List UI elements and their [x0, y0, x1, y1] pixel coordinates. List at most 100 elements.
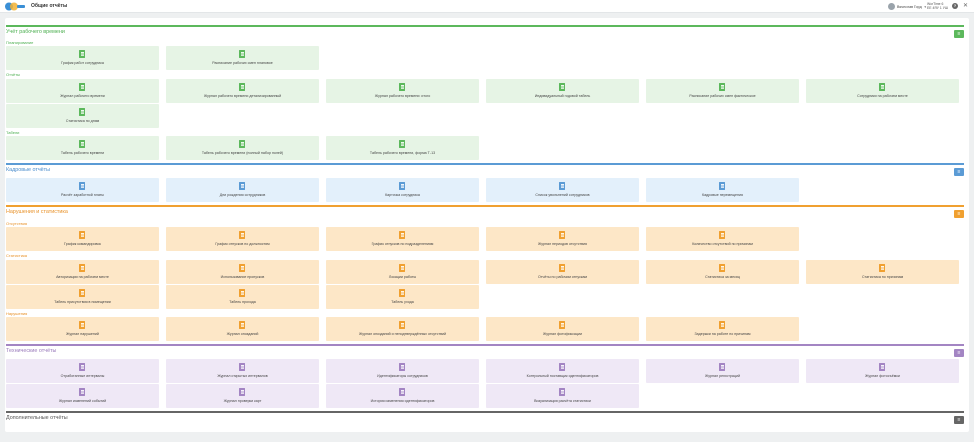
- report-tile[interactable]: Индивидуальный годовой табель: [486, 79, 639, 103]
- report-tile[interactable]: Дни рождения сотрудников: [166, 178, 319, 202]
- report-tile[interactable]: Табель прохода: [166, 285, 319, 309]
- report-icon: [399, 264, 405, 272]
- report-icon: [719, 264, 725, 272]
- report-icon: [79, 140, 85, 148]
- report-label: Табель прохода: [229, 300, 256, 304]
- report-label: Задержки на работе по причинам: [694, 332, 751, 336]
- report-tile[interactable]: Расчёт заработной платы: [6, 178, 159, 202]
- report-icon: [79, 321, 85, 329]
- app-logo[interactable]: [4, 1, 26, 12]
- section-toggle-button[interactable]: ≡: [954, 416, 964, 424]
- report-tile[interactable]: Журнал периодов отсутствия: [486, 227, 639, 251]
- report-label: Визуализация расчёта статистики: [534, 399, 591, 403]
- section-bar: [6, 205, 964, 207]
- report-label: Табель присутствия в помещении: [54, 300, 111, 304]
- report-icon: [79, 108, 85, 116]
- report-tile[interactable]: Расписание рабочих смен плановое: [166, 46, 319, 70]
- report-label: Расписание рабочих смен плановое: [212, 61, 273, 65]
- report-tile[interactable]: График командировок: [6, 227, 159, 251]
- report-tile[interactable]: Авторизации на рабочем месте: [6, 260, 159, 284]
- report-tile[interactable]: Локации работы: [326, 260, 479, 284]
- report-tile[interactable]: Табель рабочего времени, форма Т-13: [326, 136, 479, 160]
- report-tile[interactable]: Журнал фотофиксации: [486, 317, 639, 341]
- report-icon: [719, 182, 725, 190]
- top-bar: Общие отчёты Вячеслав Горд ▼ WorTime 6 Е…: [0, 0, 974, 13]
- report-icon: [399, 289, 405, 297]
- report-label: Журнал проверки карт: [223, 399, 262, 403]
- report-tile[interactable]: Отработанные интервалы: [6, 359, 159, 383]
- report-icon: [879, 83, 885, 91]
- report-icon: [879, 363, 885, 371]
- report-tile[interactable]: Визуализация расчёта статистики: [486, 384, 639, 408]
- report-tile[interactable]: Статистика за месяц: [646, 260, 799, 284]
- section-toggle-button[interactable]: ≡: [954, 30, 964, 38]
- section-title: Дополнительные отчёты: [6, 415, 68, 421]
- report-icon: [719, 231, 725, 239]
- help-icon[interactable]: ?: [952, 3, 958, 9]
- report-label: Дни рождения сотрудников: [219, 193, 266, 197]
- report-label: График работ сотрудника: [61, 61, 104, 65]
- workspace-info[interactable]: WorTime 6 ЕЕ 4ЯУ 1 УШ: [927, 2, 948, 10]
- report-icon: [79, 264, 85, 272]
- report-icon: [399, 363, 405, 371]
- report-tile[interactable]: Отчёты по рабочим отпускам: [486, 260, 639, 284]
- page-title: Общие отчёты: [31, 3, 68, 9]
- report-tile[interactable]: Табель присутствия в помещении: [6, 285, 159, 309]
- report-tile[interactable]: Журнал регистраций: [646, 359, 799, 383]
- report-tile[interactable]: Количество отсутствий по причинам: [646, 227, 799, 251]
- report-tile[interactable]: Задержки на работе по причинам: [646, 317, 799, 341]
- report-label: График отпусков по должностям: [215, 242, 270, 246]
- report-icon: [399, 182, 405, 190]
- report-icon: [79, 363, 85, 371]
- report-tile[interactable]: Контрольный поставщик идентификаторов: [486, 359, 639, 383]
- report-label: История изменения идентификаторов: [370, 399, 435, 403]
- report-icon: [399, 388, 405, 396]
- report-tile[interactable]: Журнал фотосъёмки: [806, 359, 959, 383]
- subsection-absences: Отсутствия: [6, 221, 28, 226]
- report-tile[interactable]: Табель рабочего времени (полный набор по…: [166, 136, 319, 160]
- report-tile[interactable]: Журнал опозданий и неподтверждённых отсу…: [326, 317, 479, 341]
- report-tile[interactable]: Журнал рабочего времени: [6, 79, 159, 103]
- section-title: Нарушения и статистика: [6, 209, 68, 215]
- report-tile[interactable]: Статистика по причинам: [806, 260, 959, 284]
- section-toggle-button[interactable]: ≡: [954, 349, 964, 357]
- report-tile[interactable]: Журнал рабочего времени: итого: [326, 79, 479, 103]
- report-tile[interactable]: Список увольнений сотрудников: [486, 178, 639, 202]
- report-tile[interactable]: Использование пропусков: [166, 260, 319, 284]
- report-tile[interactable]: Сотрудники на рабочем месте: [806, 79, 959, 103]
- report-tile[interactable]: График отпусков по подразделениям: [326, 227, 479, 251]
- user-avatar: [888, 3, 895, 10]
- report-tile[interactable]: Идентификаторы сотрудников: [326, 359, 479, 383]
- workspace-line-1: WorTime 6: [927, 2, 944, 6]
- report-tile[interactable]: Журнал проверки карт: [166, 384, 319, 408]
- report-tile[interactable]: График отпусков по должностям: [166, 227, 319, 251]
- report-tile[interactable]: График работ сотрудника: [6, 46, 159, 70]
- report-tile[interactable]: Журнал рабочего времени детализированный: [166, 79, 319, 103]
- section-toggle-button[interactable]: ≡: [954, 210, 964, 218]
- report-tile[interactable]: Журнал изменений событий: [6, 384, 159, 408]
- report-tile[interactable]: Кадровые перемещения: [646, 178, 799, 202]
- report-icon: [559, 363, 565, 371]
- section-toggle-button[interactable]: ≡: [954, 168, 964, 176]
- report-icon: [399, 231, 405, 239]
- report-tile[interactable]: Журнал опозданий: [166, 317, 319, 341]
- report-label: Журнал фотофиксации: [542, 332, 583, 336]
- report-tile[interactable]: История изменения идентификаторов: [326, 384, 479, 408]
- report-label: Расчёт заработной платы: [61, 193, 104, 197]
- report-tile[interactable]: Журнал открытых интервалов: [166, 359, 319, 383]
- report-tile[interactable]: Статистика по дням: [6, 104, 159, 128]
- report-tile[interactable]: Журнал нарушений: [6, 317, 159, 341]
- report-icon: [399, 321, 405, 329]
- report-tile[interactable]: Карточка сотрудника: [326, 178, 479, 202]
- report-icon: [399, 140, 405, 148]
- user-menu[interactable]: Вячеслав Горд ▼: [888, 2, 927, 11]
- section-technical: Технические отчёты ≡ Отработанные интерв…: [6, 344, 964, 408]
- report-label: Карточка сотрудника: [385, 193, 420, 197]
- report-tile[interactable]: Расписание рабочих смен фактическое: [646, 79, 799, 103]
- report-icon: [79, 50, 85, 58]
- report-label: Идентификаторы сотрудников: [377, 374, 428, 378]
- report-tile[interactable]: Табель ухода: [326, 285, 479, 309]
- report-label: Журнал рабочего времени: [60, 94, 105, 98]
- close-icon[interactable]: ✕: [963, 3, 969, 9]
- report-tile[interactable]: Табель рабочего времени: [6, 136, 159, 160]
